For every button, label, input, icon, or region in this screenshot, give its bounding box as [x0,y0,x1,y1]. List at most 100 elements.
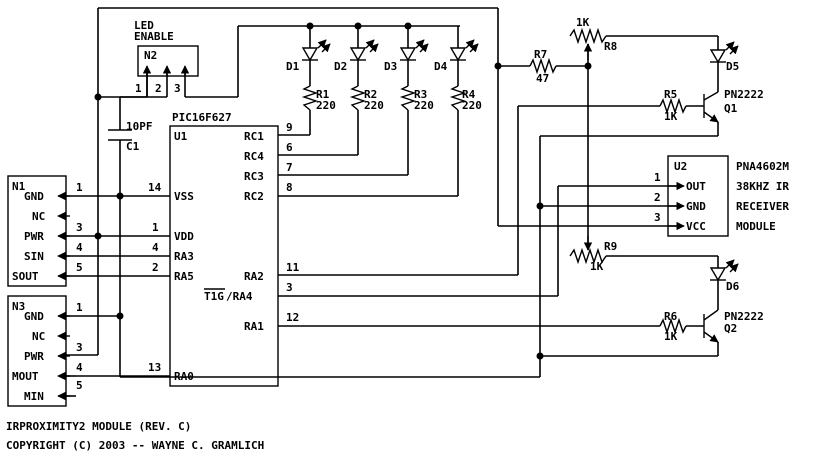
u1-pin-rc2-name: RC2 [244,190,264,203]
n1-ref: N1 [12,180,26,193]
u1-pin-rc2-num: 8 [286,181,293,194]
n3-pin-nc-name: NC [32,330,45,343]
led-d5: D5 [709,41,739,73]
resistor-r7: R7 47 [529,48,557,85]
led-ray [465,39,475,49]
junction-dot [116,312,124,320]
n3-pin-min-name: MIN [24,390,44,403]
capacitor-c1: 10PF C1 [108,120,153,153]
led-ray [729,45,739,55]
u1-pin-vss-num: 14 [148,181,162,194]
led-d2: D2 [334,39,379,73]
led-ray [415,39,425,49]
r8-value: 1K [576,16,590,29]
u1-pin-vdd-num: 1 [152,221,159,234]
led-d4: D4 [434,39,479,73]
q2-part: PN2222 [724,310,764,323]
n1-pin-sin-name: SIN [24,250,44,263]
n1-pin-sin-num: 4 [76,241,83,254]
n3-pin-gnd-num: 1 [76,301,83,314]
n1-pin-gnd-name: GND [24,190,44,203]
junction-dot [404,22,412,30]
led-enable-label-2: ENABLE [134,30,174,43]
potentiometer-r9: R9 1K [569,236,617,273]
u1-part: PIC16F627 [172,111,232,124]
mcu-u1: PIC16F627 U1 14 VSS 1 VDD 4 RA3 2 RA5 13… [148,111,300,387]
u1-pin-rc3-num: 7 [286,161,293,174]
led-ray [419,43,429,53]
resistor-zigzag [449,85,467,111]
d4-ref: D4 [434,60,448,73]
resistor-zigzag [659,317,687,335]
q1-emitter [703,111,719,123]
led-triangle [709,49,727,64]
n1-pin-gnd-num: 1 [76,181,83,194]
d1-ref: D1 [286,60,300,73]
n3-pin-mout-num: 4 [76,361,83,374]
u1-pin-ra1-name: RA1 [244,320,264,333]
c1-ref: C1 [126,140,140,153]
r5-value: 1K [664,110,678,123]
u1-pin-vss-name: VSS [174,190,194,203]
connector-n1: N1 GND 1 NC PWR 3 SIN 4 SOUT 5 [7,175,83,287]
n2-ref: N2 [144,49,157,62]
u1-pin-ra2-num: 11 [286,261,300,274]
resistor-zigzag [659,97,687,115]
r8-ref: R8 [604,40,617,53]
led-ray [729,263,739,273]
u1-pin-ra3-name: RA3 [174,250,194,263]
junctions [94,22,592,360]
junction-dot [584,62,592,70]
n2-pin3-num: 3 [174,82,181,95]
r6-value: 1K [664,330,678,343]
n1-pin-sout-num: 5 [76,261,83,274]
r7-ref: R7 [534,48,547,61]
resistor-r2: R2 220 [349,85,384,112]
u1-pin-ra2-name: RA2 [244,270,264,283]
q1-part: PN2222 [724,88,764,101]
resistor-r4: R4 220 [449,85,482,112]
connector-n3: N3 GND 1 NC PWR 3 MOUT 4 MIN 5 [7,295,83,407]
u1-pin-rc4-name: RC4 [244,150,264,163]
n1-pin-pwr-name: PWR [24,230,44,243]
led-ray [369,43,379,53]
u1-pin-ra3-num: 4 [152,241,159,254]
n3-pin-gnd-name: GND [24,310,44,323]
u2-pin1-num: 1 [654,171,661,184]
u1-pin-ra5-num: 2 [152,261,159,274]
led-ray [725,41,735,51]
junction-dot [94,93,102,101]
u2-desc-4: MODULE [736,220,776,233]
led-triangle [301,47,319,62]
junction-dot [354,22,362,30]
led-enable-connector: LED ENABLE N2 1 2 3 [134,19,199,95]
r9-value: 1K [590,260,604,273]
u2-pin2-name: GND [686,200,706,213]
r6-ref: R6 [664,310,678,323]
r1-ref: R1 [316,88,330,101]
d5-ref: D5 [726,60,739,73]
resistor-r5: R5 1K [659,88,687,123]
u1-body [169,125,279,387]
n1-pin-nc-name: NC [32,210,45,223]
junction-dot [116,192,124,200]
r5-ref: R5 [664,88,677,101]
u2-body [667,155,729,237]
r4-value: 220 [462,99,482,112]
n3-pin-mout-name: MOUT [12,370,39,383]
u2-desc-1: PNA4602M [736,160,789,173]
junction-dot [94,232,102,240]
led-ray [469,43,479,53]
n2-pin1-num: 1 [135,82,142,95]
n3-box [7,295,67,407]
transistor-q1: PN2222 Q1 [703,88,764,136]
resistor-r1: R1 220 [301,85,336,112]
resistor-zigzag [569,247,607,265]
u2-pin3-num: 3 [654,211,661,224]
u1-pin-vdd-name: VDD [174,230,194,243]
led-d6: D6 [709,259,740,293]
junction-dot [306,22,314,30]
led-ray [365,39,375,49]
u1-pin-ra0-num: 13 [148,361,161,374]
n3-ref: N3 [12,300,25,313]
